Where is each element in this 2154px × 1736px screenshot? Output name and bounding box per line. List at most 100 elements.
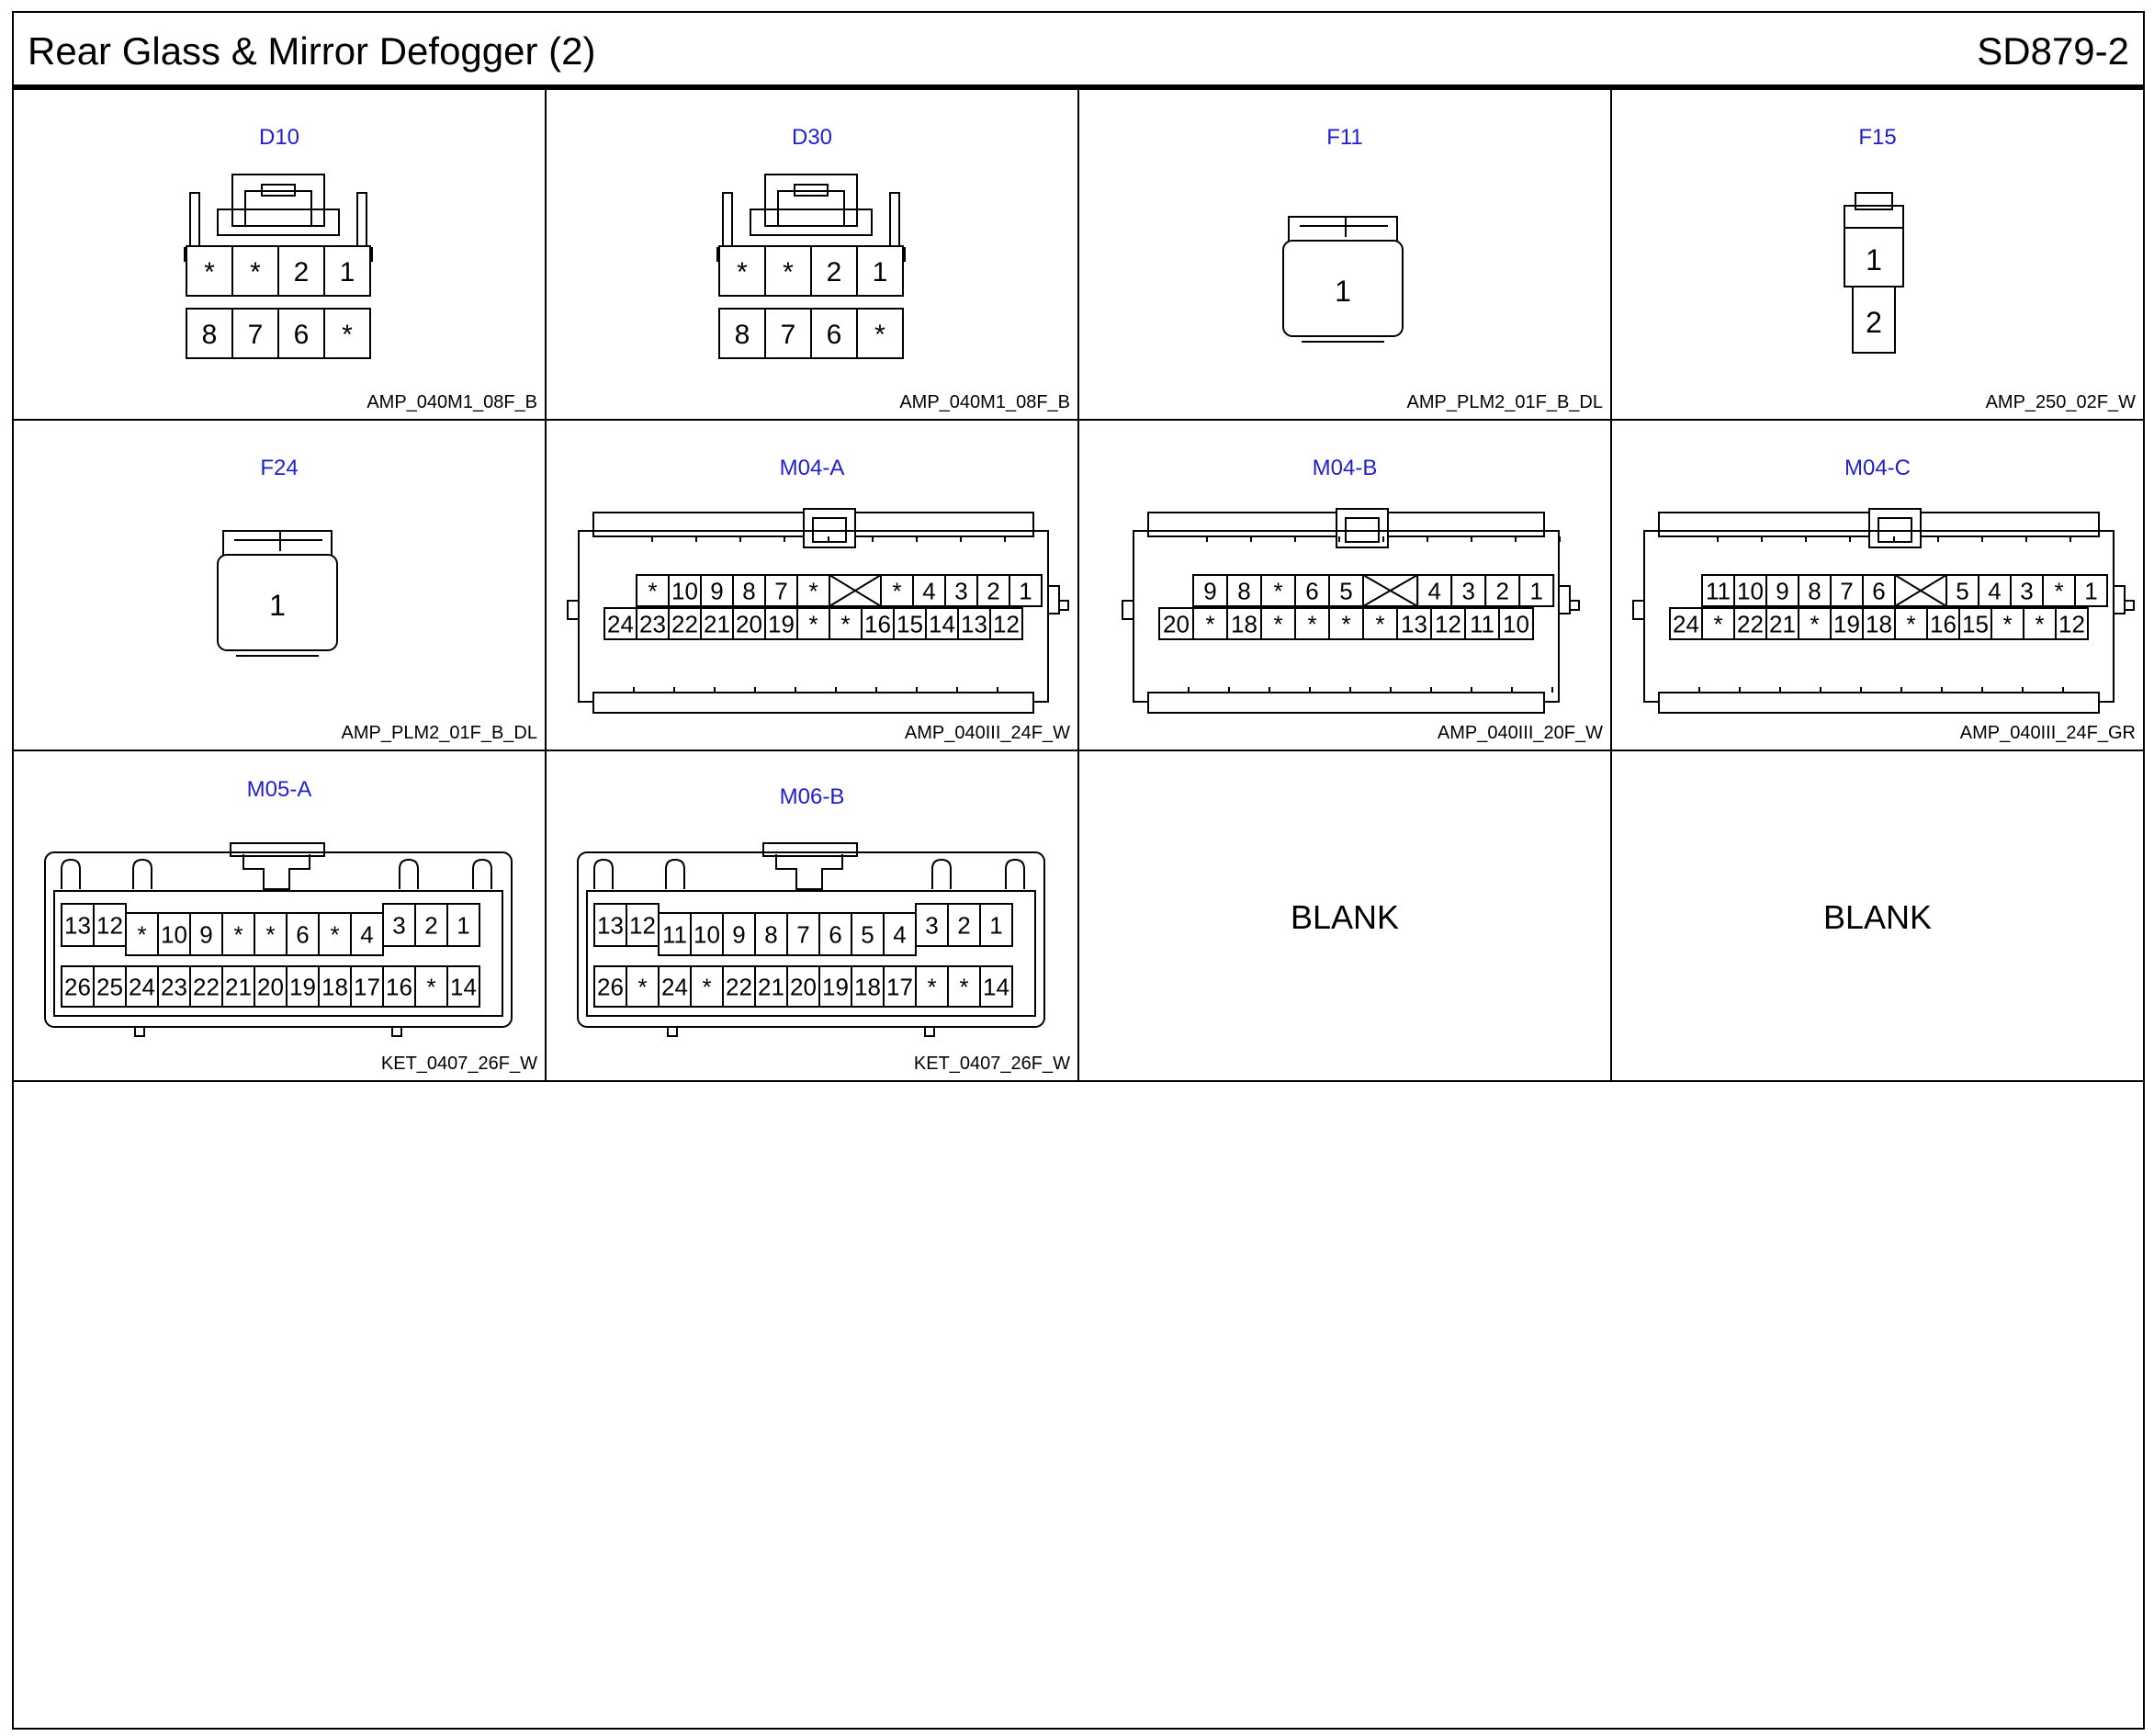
pin-cell: 24 (603, 607, 637, 640)
pin-cell: 12 (989, 607, 1023, 640)
pin-label: 20 (257, 973, 284, 1000)
pin-label: 12 (1435, 610, 1461, 637)
pin-label: 10 (161, 920, 187, 948)
pin-label: 1 (1529, 577, 1542, 604)
pin-cell: 22 (189, 965, 223, 1008)
pin-label: 8 (1237, 577, 1250, 604)
part-number: AMP_040III_24F_W (904, 723, 1070, 743)
pin-label: 9 (1776, 577, 1788, 604)
connector-drawing: 1 (1282, 216, 1404, 343)
part-number: AMP_250_02F_W (1985, 392, 2136, 412)
pin-label: * (927, 973, 936, 1000)
pin-cell: 16 (861, 607, 895, 640)
pin-cell: * (125, 912, 159, 956)
pin-label: 9 (710, 577, 723, 604)
pin-cell: 18 (851, 965, 885, 1008)
pin-label: * (265, 920, 275, 948)
pin-label: 19 (768, 610, 795, 637)
pin-cell: 2 (976, 574, 1010, 607)
pin-cell: 20 (1158, 607, 1194, 640)
pin-cell: 6 (1862, 574, 1896, 607)
pin-cell: 5 (1945, 574, 1979, 607)
pin-label: 4 (893, 920, 906, 948)
pin-cell: 21 (700, 607, 734, 640)
pin-cell: 1 (323, 245, 371, 297)
pin-label: 20 (1163, 610, 1190, 637)
pin-label: 1 (340, 257, 355, 287)
pin-cell: 9 (722, 912, 756, 956)
pin-label: 14 (450, 973, 477, 1000)
pin-label: * (330, 920, 339, 948)
pin-label: * (2035, 610, 2044, 637)
pin-cell: * (2023, 607, 2057, 640)
pin-label: 22 (1737, 610, 1764, 637)
pin-cell: 23 (636, 607, 670, 640)
pin-label: 9 (1203, 577, 1216, 604)
pin-label: * (1273, 610, 1282, 637)
part-number: AMP_PLM2_01F_B_DL (341, 723, 537, 743)
pin-cell: 14 (925, 607, 959, 640)
pin-cell: * (1260, 574, 1296, 607)
pin-label: 14 (929, 610, 955, 637)
pin-cell: 11 (1464, 607, 1500, 640)
pin-cell: 20 (732, 607, 766, 640)
pin-cell: 19 (764, 607, 798, 640)
pin-label: * (702, 973, 711, 1000)
pin-cell: * (796, 574, 830, 607)
pin-cell: 18 (1862, 607, 1896, 640)
pin-label: 6 (1305, 577, 1318, 604)
pin-label: 25 (96, 973, 123, 1000)
pin-cell: 20 (786, 965, 820, 1008)
pin-cell: 13 (1396, 607, 1432, 640)
pin-label: 3 (2020, 577, 2033, 604)
pin-cell: * (186, 245, 233, 297)
pin-label: * (233, 920, 242, 948)
pin-cell: 8 (732, 574, 766, 607)
connector-label: M05-A (246, 777, 312, 802)
pin-cell: 7 (764, 574, 798, 607)
pin-label: 12 (2058, 610, 2085, 637)
pin-label: 16 (386, 973, 412, 1000)
pin-cell: 19 (818, 965, 852, 1008)
pin-label: 21 (704, 610, 730, 637)
pin-cell: 9 (1765, 574, 1799, 607)
pin-cell: 12 (1430, 607, 1466, 640)
pin-cell: 12 (93, 903, 127, 947)
pin-cell: 12 (2055, 607, 2089, 640)
connector-label: D10 (258, 125, 300, 150)
pin-label: 6 (1872, 577, 1885, 604)
pin-label: * (737, 257, 748, 287)
pin-cell: 1 (2074, 574, 2108, 607)
pin-label: 5 (1339, 577, 1352, 604)
pin-label: 8 (764, 920, 777, 948)
pin-label: 3 (392, 911, 405, 939)
pin-label: 20 (790, 973, 817, 1000)
pin-cell: 6 (810, 308, 858, 359)
pin-label: 1 (873, 257, 888, 287)
pin-label: * (204, 257, 215, 287)
pin-label: 6 (829, 920, 841, 948)
pin-label: 3 (1461, 577, 1474, 604)
pin-cell: 3 (1450, 574, 1487, 607)
blank-label: BLANK (1822, 898, 1933, 936)
blank-cell: BLANK (1079, 751, 1612, 1082)
pin-cell: 24 (658, 965, 692, 1008)
pin-cell: 16 (1926, 607, 1960, 640)
pin-label: * (840, 610, 850, 637)
pin-label: 16 (864, 610, 891, 637)
blank-label: BLANK (1290, 898, 1400, 936)
pin-cell: 14 (446, 965, 480, 1008)
pin-label: 8 (1808, 577, 1821, 604)
pin-label: 1 (1335, 275, 1351, 308)
pin-cell: 6 (277, 308, 325, 359)
pin-cell: * (254, 912, 288, 956)
